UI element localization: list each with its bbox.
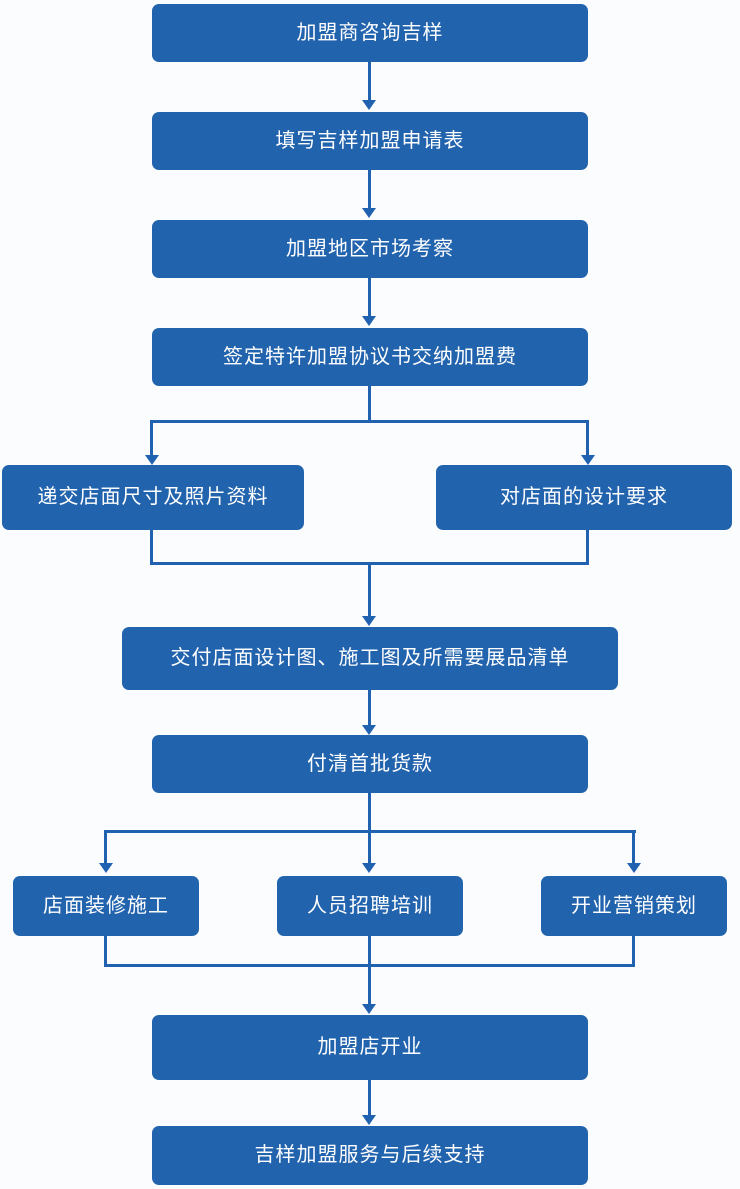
edge-line [368,62,371,101]
edge-line [368,967,371,1005]
flow-node-submit-store-info: 递交店面尺寸及照片资料 [2,465,304,530]
edge-line [368,565,371,617]
flow-node-application-form: 填写吉样加盟申请表 [152,112,588,170]
arrowhead-icon [362,208,376,218]
arrowhead-icon [362,725,376,735]
edge-line [368,690,371,726]
edge-line [368,278,371,317]
flow-node-sign-agreement: 签定特许加盟协议书交纳加盟费 [152,328,588,386]
flow-node-market-survey: 加盟地区市场考察 [152,220,588,278]
arrowhead-icon [99,863,113,873]
arrowhead-icon [362,1115,376,1125]
edge-line [104,964,635,967]
edge-line [368,170,371,209]
edge-line [104,830,636,833]
edge-line [104,833,107,864]
edge-line [150,530,153,565]
arrowhead-icon [362,1004,376,1014]
flow-node-pay-first-goods: 付清首批货款 [152,735,588,793]
flow-node-design-requirements: 对店面的设计要求 [436,465,732,530]
edge-line [368,1080,371,1116]
flow-node-store-opening: 加盟店开业 [152,1015,588,1080]
edge-line [150,420,589,423]
arrowhead-icon [362,316,376,326]
flow-node-store-renovation: 店面装修施工 [13,876,199,936]
arrowhead-icon [362,863,376,873]
arrowhead-icon [581,455,595,465]
flow-node-deliver-design-plans: 交付店面设计图、施工图及所需要展品清单 [122,627,618,690]
edge-line [368,936,371,967]
flow-node-opening-marketing: 开业营销策划 [541,876,727,936]
edge-line [368,833,371,864]
arrowhead-icon [627,863,641,873]
edge-line [368,386,371,423]
edge-line [632,833,635,864]
flow-node-staff-recruitment: 人员招聘培训 [277,876,463,936]
edge-line [586,423,589,456]
edge-line [104,936,107,967]
flow-node-follow-up-support: 吉样加盟服务与后续支持 [152,1126,588,1185]
edge-line [586,530,589,565]
edge-line [368,793,371,833]
arrowhead-icon [362,100,376,110]
arrowhead-icon [145,455,159,465]
flow-node-consult: 加盟商咨询吉样 [152,4,588,62]
edge-line [632,936,635,967]
edge-line [150,562,589,565]
arrowhead-icon [362,616,376,626]
edge-line [150,423,153,456]
